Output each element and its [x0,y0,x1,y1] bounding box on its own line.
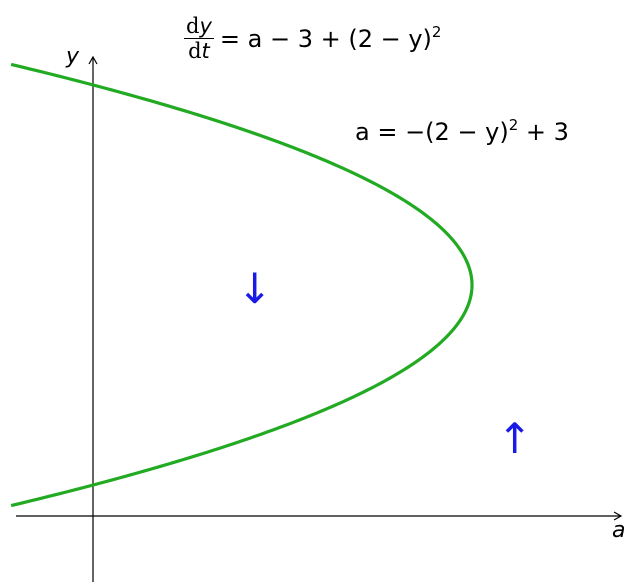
y-variable: y [199,14,212,38]
down-arrow-icon: ↓ [237,264,273,313]
d-symbol: d [186,14,200,38]
curve-equation-tail: + 3 [518,118,569,146]
derivative-fraction: dy dt [184,14,214,63]
t-variable: t [201,39,210,63]
d-symbol: d [188,39,202,63]
ode-rhs: = a − 3 + (2 − y)2 [219,22,442,53]
ode-equation: dy dt = a − 3 + (2 − y)2 [184,14,441,63]
parabola-curve [10,62,474,508]
curve-equation: a = −(2 − y)2 + 3 [355,116,569,147]
curve-equation-exponent: 2 [508,116,519,134]
up-arrow-icon: ↑ [497,414,533,463]
x-axis-label: a [612,518,626,543]
ode-rhs-text: = a − 3 + (2 − y) [219,24,432,53]
curve-equation-text: a = −(2 − y) [355,118,509,146]
y-axis-label: y [66,44,80,69]
ode-rhs-exponent: 2 [431,22,442,41]
